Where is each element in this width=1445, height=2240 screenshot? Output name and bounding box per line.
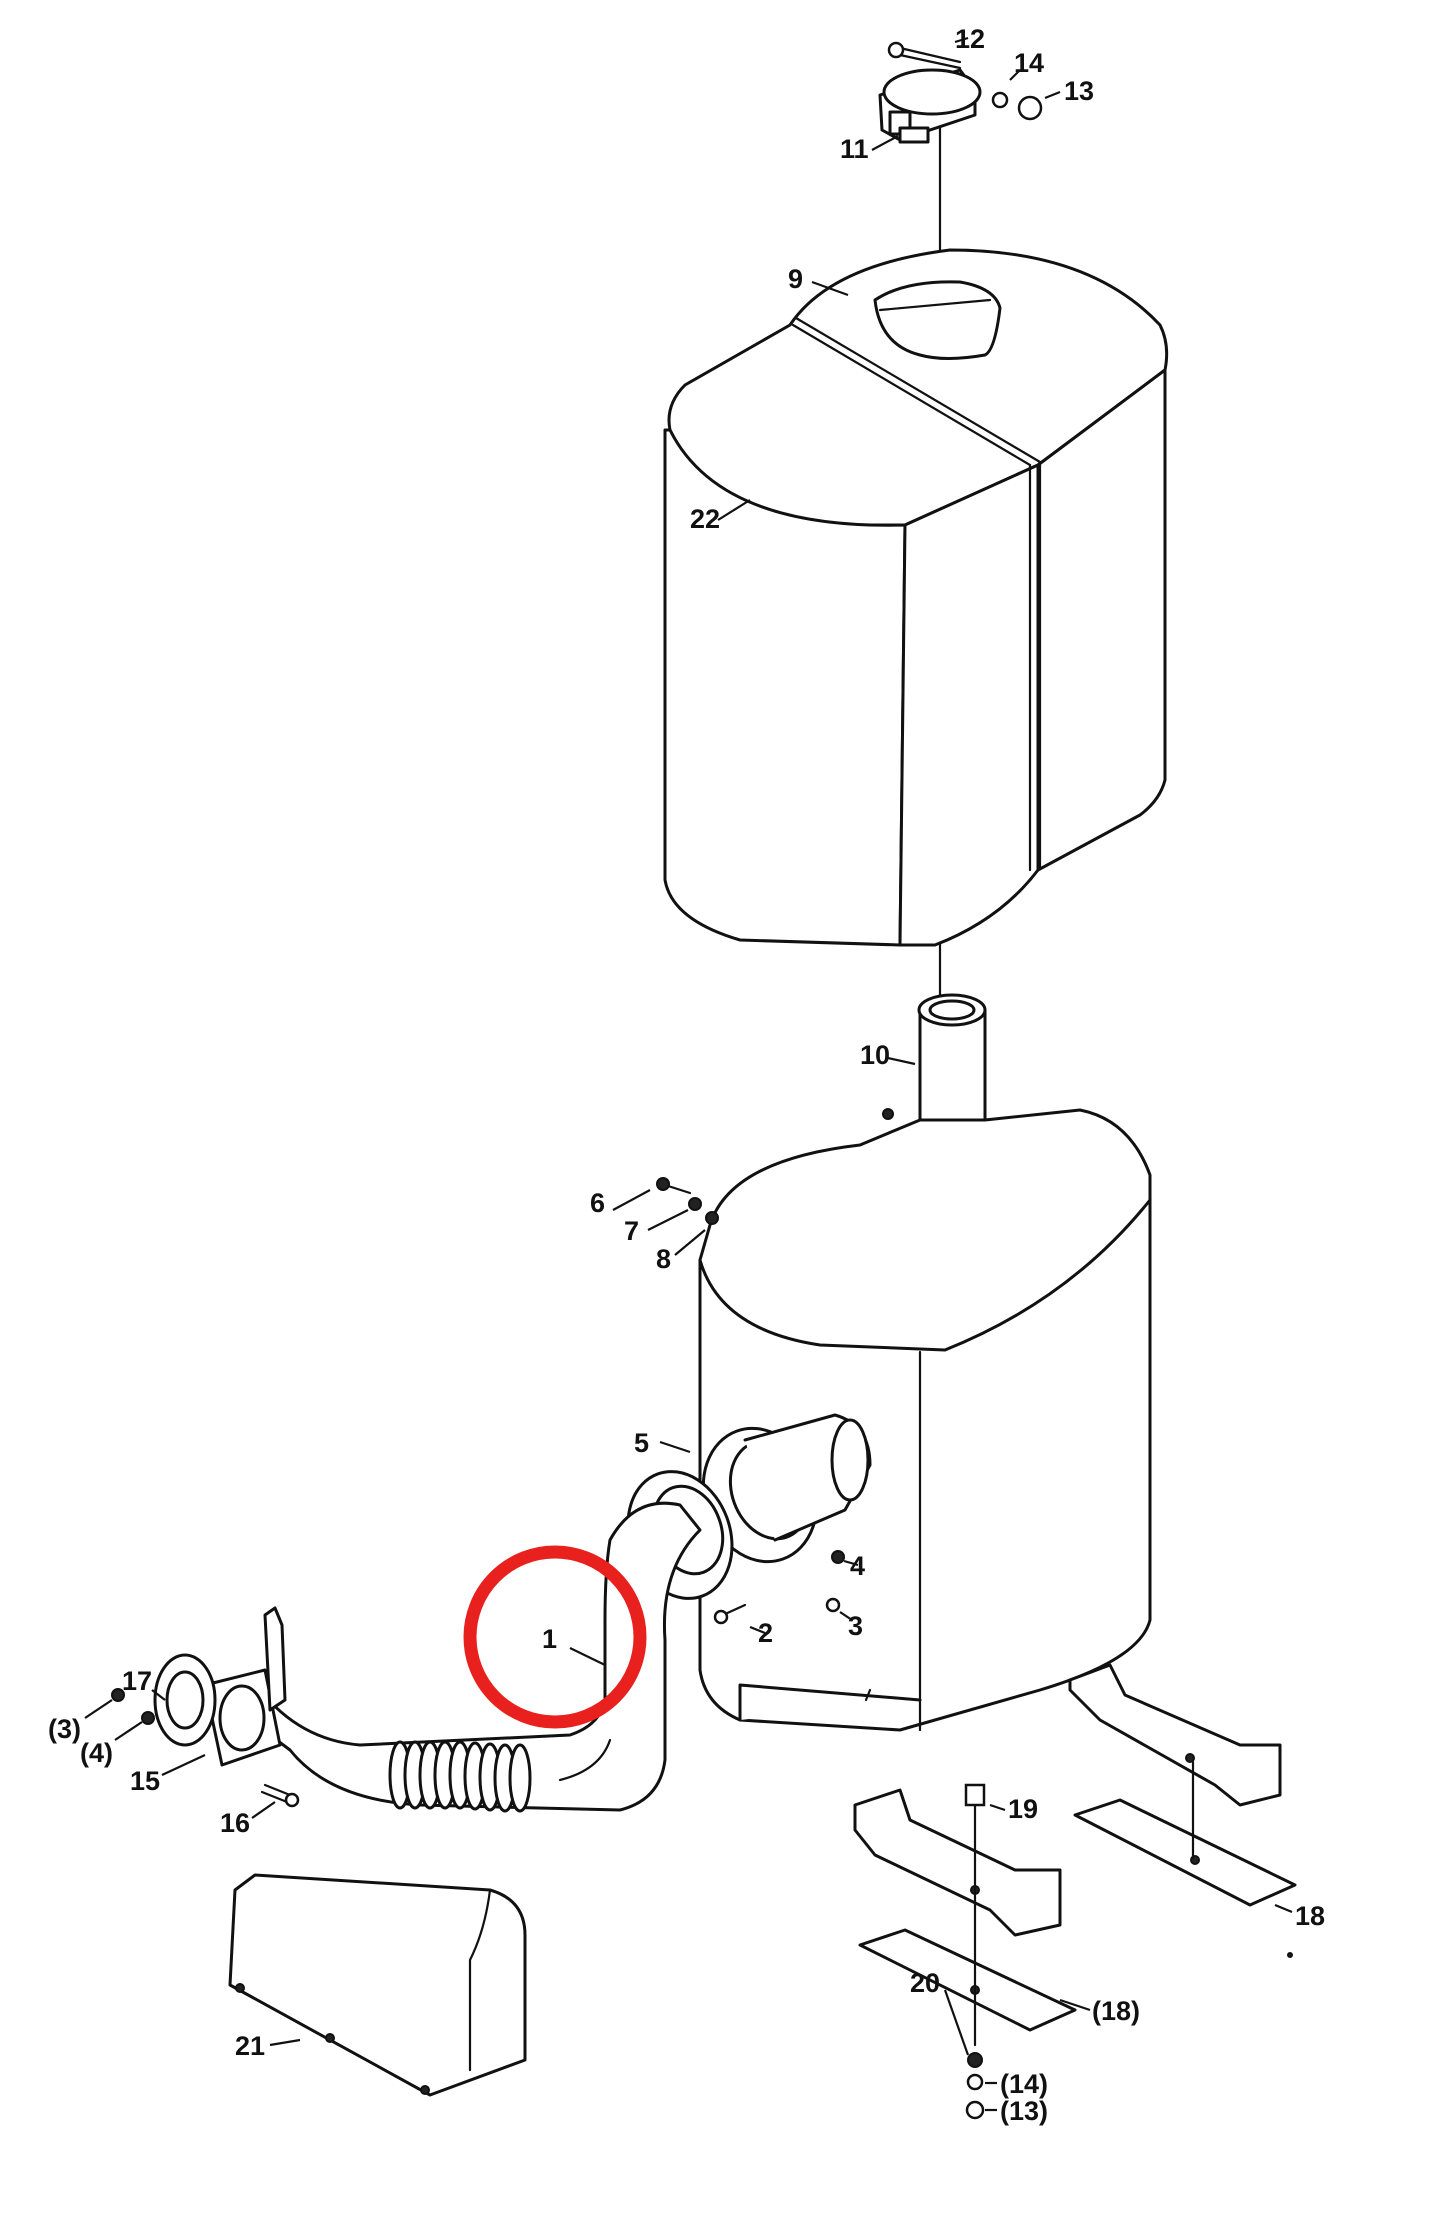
leader-6 <box>612 1189 651 1211</box>
callout-12: 12 <box>955 24 985 54</box>
leader-11 <box>871 135 899 151</box>
leader-21 <box>269 2038 301 2047</box>
callout-18: 18 <box>1295 1901 1325 1931</box>
leader-1 <box>569 1647 606 1666</box>
callout-17: 17 <box>122 1666 152 1696</box>
callout-22: 22 <box>690 504 720 534</box>
inlet-flange-part-5 <box>701 1413 872 1564</box>
top-clamp-part-11 <box>878 68 982 144</box>
leader-2 <box>749 1625 766 1635</box>
callout-13-ref: (13) <box>1000 2096 1048 2126</box>
callout-16: 16 <box>220 1808 250 1838</box>
callout-10: 10 <box>860 1040 890 1070</box>
leader-5 <box>659 1440 691 1454</box>
bolt-part-2 <box>713 1603 747 1625</box>
leader-4 <box>843 1559 859 1567</box>
leader-7 <box>647 1209 689 1231</box>
leader-9 <box>811 280 849 297</box>
callout-14: 14 <box>1014 48 1044 78</box>
callout-1: 1 <box>542 1624 557 1654</box>
leader-18 <box>1274 1903 1293 1914</box>
callout-20: 20 <box>910 1968 940 1998</box>
callout-6: 6 <box>590 1188 605 1218</box>
nut-part-4 <box>831 1550 845 1564</box>
bolt-part-16 <box>260 1783 300 1808</box>
bolt-part-19 <box>964 1783 986 2047</box>
muffler-body <box>698 1108 1152 1732</box>
leader-4b <box>114 1721 143 1741</box>
callout-2: 2 <box>758 1618 773 1648</box>
bolt-part-12 <box>887 41 962 70</box>
screw-part-6 <box>656 1177 692 1195</box>
callout-19: 19 <box>1008 1794 1038 1824</box>
bracket-part-18-left <box>853 1788 1077 2032</box>
leader-3b <box>84 1699 113 1719</box>
washer-part-4-ref <box>141 1711 155 1725</box>
washer-part-14-ref <box>966 2073 984 2091</box>
callout-11: 11 <box>840 134 869 164</box>
leader-19 <box>989 1803 1006 1812</box>
callout-15: 15 <box>130 1766 160 1796</box>
callout-3-ref: (3) <box>48 1714 81 1744</box>
callout-8: 8 <box>656 1244 671 1274</box>
callout-18-ref: (18) <box>1092 1996 1140 2026</box>
leader-3 <box>839 1611 853 1621</box>
leader-14 <box>1009 69 1021 81</box>
callout-7: 7 <box>624 1216 639 1246</box>
leader-16 <box>251 1801 276 1819</box>
leader-10 <box>887 1056 916 1066</box>
pipe-cover-part-21 <box>228 1873 527 2097</box>
callout-3: 3 <box>848 1611 863 1641</box>
bolt-head-muffler <box>882 1108 894 1120</box>
dot-mark <box>1287 1952 1293 1958</box>
bolt-part-3 <box>825 1597 841 1613</box>
nut-part-13 <box>1017 95 1043 121</box>
callout-5: 5 <box>634 1428 649 1458</box>
leader-8 <box>674 1229 706 1256</box>
leader-13 <box>1044 90 1061 100</box>
callout-14-ref: (14) <box>1000 2069 1048 2099</box>
tick-mark <box>864 1688 872 1702</box>
callout-13: 13 <box>1064 76 1094 106</box>
flange-part-15 <box>203 1668 282 1767</box>
washer-part-7 <box>688 1197 702 1211</box>
bracket-part-17 <box>153 1606 287 1747</box>
upper-heat-shield-part-22 <box>663 248 1169 947</box>
callout-4-ref: (4) <box>80 1738 113 1768</box>
washer-part-20 <box>967 2052 983 2068</box>
highlight-circle <box>463 1545 647 1729</box>
callout-9: 9 <box>788 264 803 294</box>
leader-15 <box>161 1754 206 1776</box>
leader-17 <box>151 1689 166 1701</box>
bracket-part-18-right <box>1068 1663 1297 1907</box>
callout-4: 4 <box>850 1551 865 1581</box>
leader-18b <box>1059 1998 1091 2012</box>
nut-part-8 <box>705 1211 719 1225</box>
callout-21: 21 <box>235 2031 265 2061</box>
washer-part-14 <box>991 91 1009 109</box>
nut-part-3-ref <box>111 1688 125 1702</box>
leader-22 <box>717 499 751 521</box>
nut-part-13-ref <box>965 2100 985 2120</box>
bellows-section <box>388 1740 532 1813</box>
leader-20 <box>943 1989 970 2056</box>
leader-12 <box>954 36 969 44</box>
